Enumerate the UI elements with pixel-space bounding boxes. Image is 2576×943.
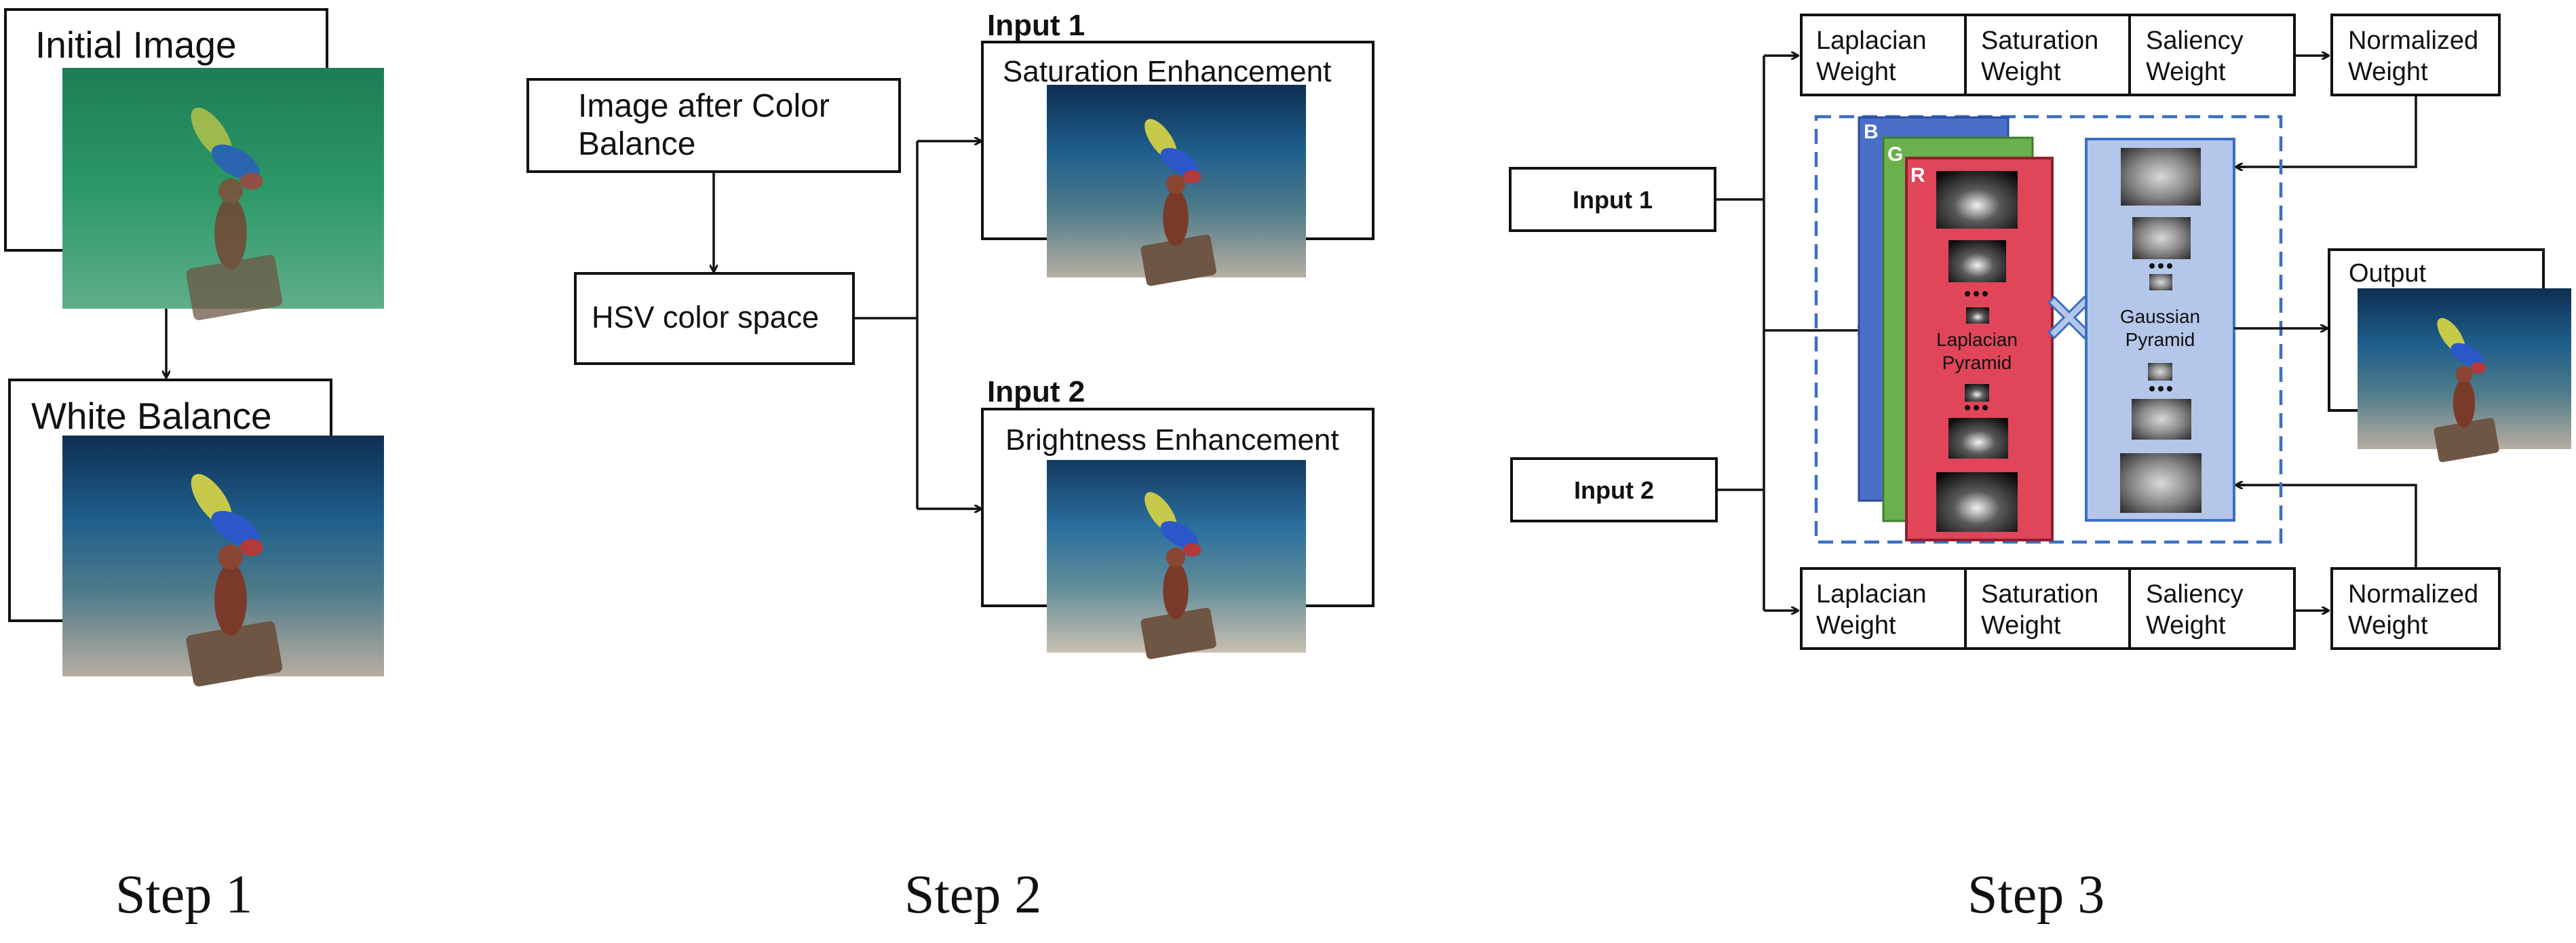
- multiply-icon: [2047, 295, 2092, 340]
- grayscale-pyramid-level-icon: [1948, 418, 2008, 459]
- gaussian-pyramid-levels: [2120, 148, 2202, 513]
- gaussian-pyramid-line2: Pyramid: [2126, 329, 2195, 350]
- bottom-saliency-line1: Saliency: [2146, 580, 2244, 609]
- bottom-laplacian-line1: Laplacian: [1816, 580, 1927, 609]
- inputs-connector: [1715, 56, 1765, 611]
- color-balance-line1: Image after Color: [578, 88, 830, 124]
- top-normalized-box: [2330, 14, 2501, 96]
- grayscale-pyramid-level-icon: [1966, 307, 1989, 324]
- top-saliency-line2: Weight: [2146, 58, 2226, 86]
- step2-label: Step 2: [904, 865, 1041, 925]
- step3-label: Step 3: [1967, 865, 2104, 925]
- channel-b-label: B: [1864, 121, 1879, 143]
- grayscale-pyramid-level-icon: [2120, 453, 2202, 513]
- grayscale-pyramid-level-icon: [2132, 399, 2191, 440]
- channel-g-label: G: [1887, 143, 1903, 166]
- white-balance-label: White Balance: [31, 395, 272, 437]
- bottom-normalized-line2: Weight: [2348, 611, 2428, 640]
- step3-input1-box: [1509, 167, 1716, 232]
- grayscale-pyramid-level-icon: [1965, 384, 1989, 402]
- grayscale-pyramid-level-icon: [2121, 148, 2201, 206]
- step3-input2-box: [1510, 457, 1718, 522]
- color-balance-box: [526, 78, 901, 173]
- top-saturation-line2: Weight: [1981, 58, 2061, 86]
- step3: Input 1 Input 2 Laplacian Weight Saturat…: [1509, 14, 2571, 925]
- brightness-label: Brightness Enhancement: [1005, 423, 1339, 457]
- top-weight-row: Laplacian Weight Saturation Weight Salie…: [1800, 14, 2296, 96]
- top-normalized-line2: Weight: [2348, 58, 2428, 86]
- bottom-normalized-box: [2330, 567, 2501, 650]
- channel-r-label: R: [1910, 164, 1925, 187]
- laplacian-pyramid-line2: Pyramid: [1942, 352, 2012, 373]
- top-saturation-line1: Saturation: [1981, 26, 2098, 55]
- initial-image-label: Initial Image: [35, 24, 237, 66]
- grayscale-pyramid-level-icon: [1936, 472, 2018, 532]
- bottom-weight-row: Laplacian Weight Saturation Weight Salie…: [1800, 567, 2296, 650]
- bottom-saliency-line2: Weight: [2146, 611, 2226, 640]
- saturation-label: Saturation Enhancement: [1003, 55, 1331, 88]
- grayscale-pyramid-level-icon: [2149, 274, 2172, 290]
- grayscale-pyramid-level-icon: [1948, 240, 2006, 282]
- bottom-laplacian-line2: Weight: [1816, 611, 1896, 640]
- step1-label: Step 1: [115, 865, 252, 925]
- underwater-photo-icon: [62, 68, 384, 322]
- color-balance-line2: Balance: [578, 126, 695, 162]
- underwater-photo-icon: [1047, 85, 1306, 287]
- step3-input2-label: Input 2: [1574, 476, 1654, 504]
- step3-input1-label: Input 1: [1573, 186, 1653, 214]
- bottom-saturation-line2: Weight: [1981, 611, 2061, 640]
- top-laplacian-line1: Laplacian: [1816, 26, 1927, 55]
- grayscale-pyramid-level-icon: [1936, 171, 2018, 229]
- top-laplacian-line2: Weight: [1816, 58, 1896, 86]
- laplacian-pyramid-levels: [1936, 171, 2018, 532]
- underwater-photo-icon: [1047, 460, 1306, 660]
- bottom-normalized-line1: Normalized: [2348, 580, 2478, 609]
- hsv-label: HSV color space: [592, 300, 819, 334]
- laplacian-pyramid-line1: Laplacian: [1936, 329, 2018, 350]
- top-saliency-line1: Saliency: [2146, 26, 2244, 55]
- step2-input1-title: Input 1: [987, 9, 1085, 42]
- hsv-branch-line: [853, 141, 919, 509]
- output-label: Output: [2349, 259, 2427, 288]
- step2-input2-title: Input 2: [987, 375, 1085, 408]
- gaussian-ellipsis: [2149, 263, 2172, 391]
- top-normalized-line1: Normalized: [2348, 26, 2478, 55]
- step2: Image after Color Balance HSV color spac…: [526, 9, 1374, 925]
- laplacian-ellipsis: [1965, 291, 1988, 410]
- gaussian-pyramid-line1: Gaussian: [2120, 306, 2200, 327]
- underwater-photo-icon: [2358, 288, 2571, 463]
- bottom-normalized-connector: [2239, 484, 2417, 569]
- top-normalized-connector: [2239, 95, 2417, 168]
- grayscale-pyramid-level-icon: [2132, 217, 2191, 259]
- bottom-saturation-line1: Saturation: [1981, 580, 2098, 609]
- grayscale-pyramid-level-icon: [2148, 363, 2172, 381]
- step1: Initial Image White Balance Step 1: [4, 8, 384, 925]
- underwater-photo-icon: [62, 436, 384, 688]
